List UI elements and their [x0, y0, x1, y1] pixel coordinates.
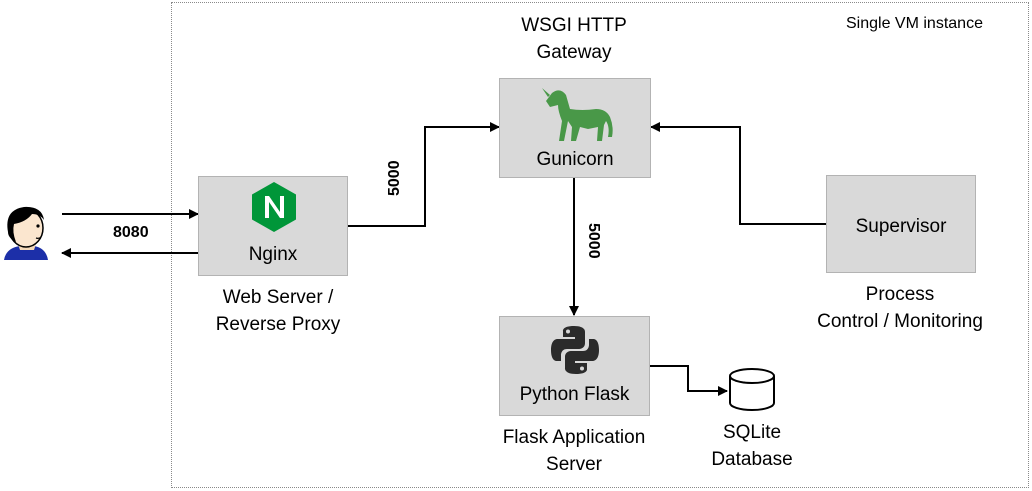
gateway-caption-line1: WSGI HTTP — [521, 15, 627, 36]
flask-box: Python Flask — [499, 316, 650, 416]
gunicorn-label: Gunicorn — [536, 149, 614, 170]
nginx-label: Nginx — [248, 244, 298, 265]
flask-caption-line2: Server — [546, 454, 602, 475]
nginx-caption-line2: Reverse Proxy — [215, 314, 341, 335]
gateway-caption-line2: Gateway — [536, 42, 612, 63]
supervisor-caption-line1: Process — [865, 284, 935, 305]
database-icon — [729, 368, 775, 411]
unicorn-icon — [542, 88, 613, 141]
vm-boundary — [171, 2, 1029, 488]
flask-to-db-arrow — [650, 365, 728, 396]
port-label-nginx-gunicorn: 5000 — [386, 160, 403, 196]
python-logo-icon — [551, 326, 599, 374]
gunicorn-box: Gunicorn — [499, 78, 651, 178]
db-caption-line1: SQLite — [722, 422, 782, 443]
nginx-caption-line1: Web Server / — [222, 287, 334, 308]
user-icon — [4, 206, 48, 260]
supervisor-box: Supervisor — [826, 175, 976, 273]
nginx-to-gunicorn-arrow — [348, 122, 500, 227]
vm-label: Single VM instance — [846, 15, 983, 32]
nginx-box: Nginx — [198, 176, 348, 276]
flask-caption-line1: Flask Application — [502, 427, 646, 448]
db-caption-line2: Database — [711, 449, 793, 470]
supervisor-label: Supervisor — [855, 216, 947, 237]
supervisor-to-gunicorn-arrow — [650, 122, 826, 225]
port-label-client: 8080 — [113, 224, 149, 241]
supervisor-caption-line2: Control / Monitoring — [817, 311, 983, 332]
port-label-gunicorn-flask: 5000 — [585, 223, 602, 259]
flask-label: Python Flask — [519, 384, 630, 405]
nginx-logo-icon — [252, 182, 296, 232]
